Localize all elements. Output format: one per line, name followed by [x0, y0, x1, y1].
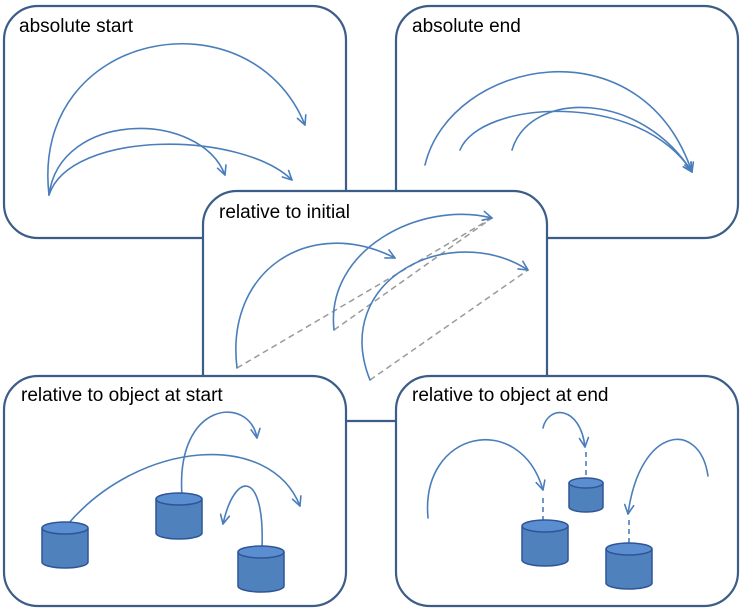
trajectory-arrows [424, 71, 695, 173]
trajectory-arrow [542, 411, 590, 448]
panel-title: relative to object at end [412, 385, 608, 406]
cylinder-icon [605, 542, 653, 590]
object-links [542, 452, 630, 545]
panel-absolute-end: absolute end [394, 4, 740, 240]
panel-frame [2, 374, 348, 608]
trajectory-arrow [332, 210, 493, 331]
trajectory-arrow [459, 110, 693, 173]
panel-relative-to-initial: relative to initial [201, 189, 549, 423]
panel-frame [2, 4, 348, 240]
panel-frame [201, 189, 549, 423]
trajectory-arrows [235, 210, 529, 381]
cylinder-icon-small [568, 477, 604, 513]
panel-title: relative to object at start [21, 385, 223, 406]
panel-relative-to-object-at-end: relative to object at end [394, 374, 740, 608]
offset-guide-line [333, 217, 493, 331]
trajectory-arrow [623, 438, 709, 515]
trajectory-arrow [48, 127, 227, 196]
objects [521, 477, 653, 590]
panel-frame [394, 374, 740, 608]
offset-guide-line [369, 269, 529, 381]
trajectory-arrows [47, 42, 307, 196]
trajectory-arrow [424, 71, 695, 173]
cylinder-icon [41, 521, 89, 569]
trajectory-arrow [426, 439, 546, 519]
trajectory-arrow [47, 42, 307, 196]
trajectory-arrow [48, 143, 293, 196]
trajectory-arrow [361, 251, 529, 381]
trajectory-arrow [235, 242, 396, 369]
panel-title: relative to initial [219, 202, 350, 223]
offset-guide-lines [236, 217, 529, 381]
panel-frame [394, 4, 740, 240]
cylinder-icon [155, 492, 203, 540]
trajectory-arrow [67, 453, 302, 525]
panel-title: absolute end [412, 16, 521, 37]
cylinder-icon [521, 519, 569, 567]
trajectory-arrows [67, 411, 302, 549]
trajectory-arrows [426, 411, 709, 519]
panel-title: absolute start [19, 16, 134, 37]
trajectory-arrow [511, 106, 693, 173]
cylinder-icon [237, 545, 285, 593]
panel-relative-to-object-at-start: relative to object at start [2, 374, 348, 608]
trajectory-arrow [180, 411, 261, 497]
objects [41, 492, 285, 593]
panel-absolute-start: absolute start [2, 4, 348, 240]
trajectory-arrow [219, 485, 263, 549]
